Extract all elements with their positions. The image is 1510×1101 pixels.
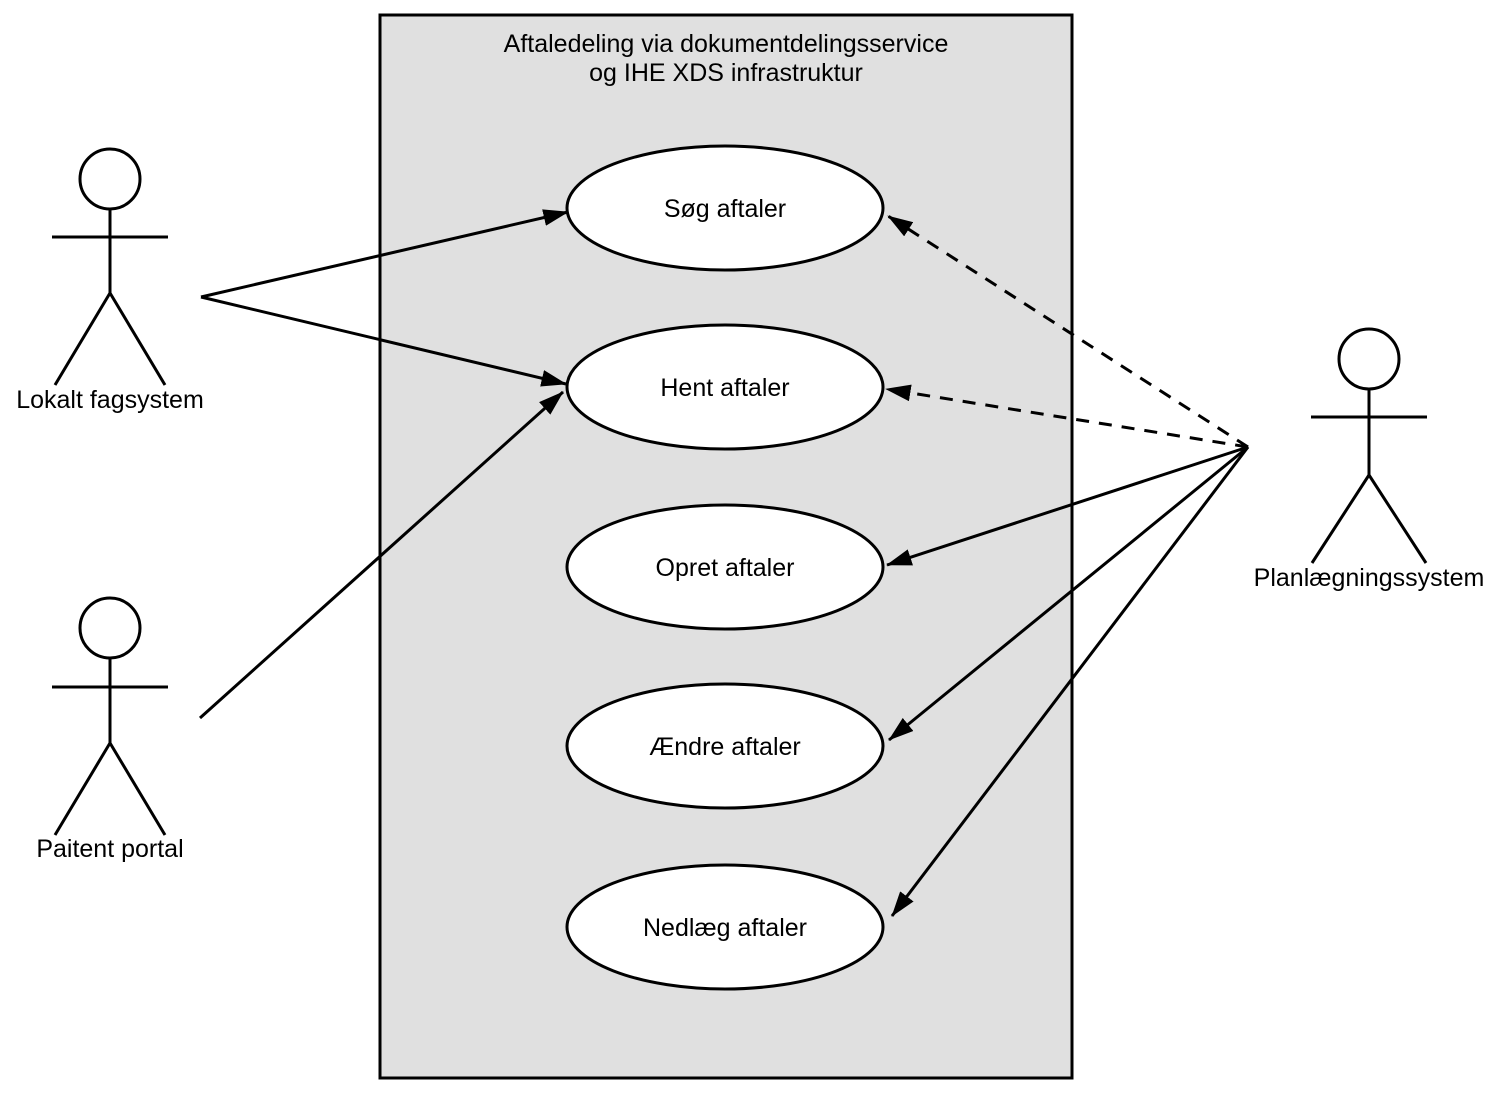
actor-label: Paitent portal: [36, 835, 183, 863]
use-case-ellipse: [565, 144, 885, 272]
use-case-hent-aftaler: Hent aftaler: [565, 323, 885, 451]
use-case-label: Opret aftaler: [656, 554, 795, 582]
association-planlaegningssystem-to-aendre-aftaler: [888, 445, 1249, 742]
actor-figure: [52, 658, 168, 836]
dependency-planlaegningssystem-to-hent-aftaler: [885, 384, 1249, 449]
actor-figure: [1310, 389, 1428, 564]
actor-planlaegningssystem: Planlægningssystem: [1254, 327, 1485, 592]
association-lokalt-fagsystem-to-sog-aftaler: [200, 209, 569, 299]
use-case-label: Søg aftaler: [664, 195, 786, 223]
use-case-label: Hent aftaler: [660, 374, 789, 402]
use-case-label: Ændre aftaler: [649, 733, 800, 761]
system-boundary-title-line2: og IHE XDS infrastruktur: [589, 59, 863, 87]
use-case-ellipse: [565, 863, 885, 991]
use-case-sog-aftaler: Søg aftaler: [565, 144, 885, 272]
use-case-ellipse: [565, 682, 885, 810]
use-case-opret-aftaler: Opret aftaler: [565, 503, 885, 631]
use-case-aendre-aftaler: Ændre aftaler: [565, 682, 885, 810]
actor-label: Planlægningssystem: [1254, 564, 1485, 592]
actor-paitent-portal: Paitent portal: [36, 596, 184, 863]
use-case-ellipse: [565, 503, 885, 631]
association-lokalt-fagsystem-to-hent-aftaler: [200, 295, 567, 387]
association-planlaegningssystem-to-nedlaeg-aftaler: [890, 446, 1250, 917]
system-boundary-title-line1: Aftaledeling via dokumentdelingsservice: [504, 30, 949, 58]
use-case-nedlaeg-aftaler: Nedlæg aftaler: [565, 863, 885, 991]
actor-lokalt-fagsystem: Lokalt fagsystem: [16, 147, 204, 414]
actor-head: [1337, 327, 1401, 391]
actor-figure: [52, 209, 168, 386]
dependency-planlaegningssystem-to-sog-aftaler: [887, 214, 1249, 449]
actor-label: Lokalt fagsystem: [16, 386, 204, 414]
association-planlaegningssystem-to-opret-aftaler: [886, 445, 1249, 567]
actor-head: [78, 596, 142, 660]
use-case-ellipse: [565, 323, 885, 451]
association-paitent-portal-to-hent-aftaler: [198, 390, 565, 720]
use-case-label: Nedlæg aftaler: [643, 914, 807, 942]
actor-head: [78, 147, 142, 211]
